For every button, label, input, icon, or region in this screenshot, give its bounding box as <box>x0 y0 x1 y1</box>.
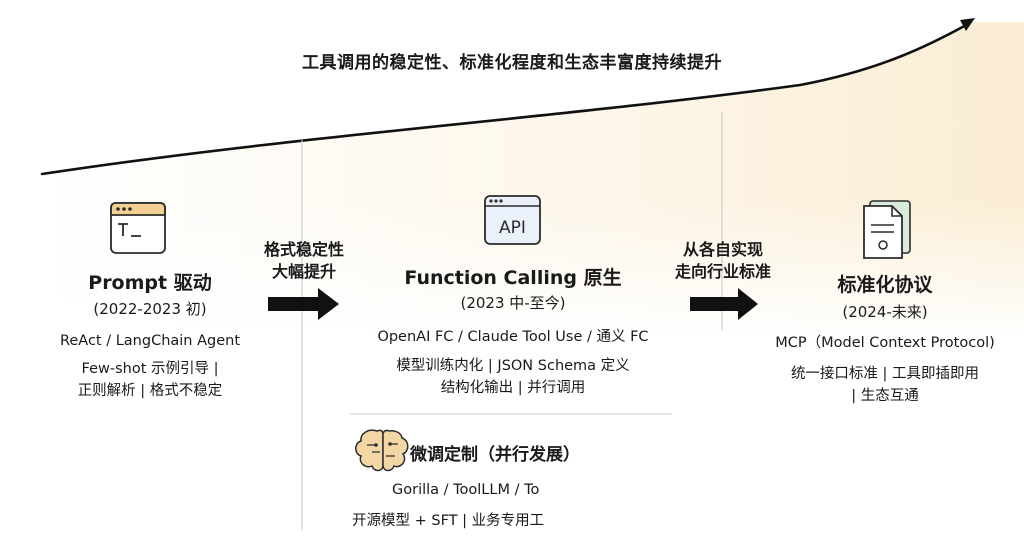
transition-arrow-1 <box>268 288 339 320</box>
stage-standard-protocol: 标准化协议 (2024-未来) MCP（Model Context Protoc… <box>760 270 1010 407</box>
stage-2-title: Function Calling 原生 <box>404 267 622 289</box>
transition-arrow-2 <box>690 288 758 320</box>
stage-3-examples: MCP（Model Context Protocol) <box>775 335 995 351</box>
branch-examples: Gorilla / ToolLLM / To <box>392 482 540 498</box>
trend-headline: 工具调用的稳定性、标准化程度和生态丰富度持续提升 <box>302 53 722 73</box>
growth-curve <box>40 22 970 176</box>
stage-3-note-1: 统一接口标准 | 工具即插即用 <box>790 366 980 382</box>
cutoff-fade <box>560 470 630 550</box>
transition-1-line-1: 格式稳定性 <box>263 240 344 259</box>
api-icon: API <box>484 195 541 245</box>
stage-2-examples: OpenAI FC / Claude Tool Use / 通义 FC <box>377 329 649 345</box>
brain-icon <box>355 429 409 472</box>
stage-1-note-2: 正则解析 | 格式不稳定 <box>77 383 223 399</box>
transition-1-label: 格式稳定性 大幅提升 <box>245 239 363 283</box>
api-icon-text: API <box>499 218 526 238</box>
branch-note: 开源模型 + SFT | 业务专用工 <box>352 513 545 529</box>
transition-2-line-2: 走向行业标准 <box>674 262 771 281</box>
transition-1-line-2: 大幅提升 <box>271 262 336 281</box>
transition-2-label: 从各自实现 走向行业标准 <box>656 239 790 283</box>
stage-1-examples: ReAct / LangChain Agent <box>59 333 241 349</box>
stage-function-calling: Function Calling 原生 (2023 中-至今) OpenAI F… <box>330 263 696 399</box>
growth-arrowhead <box>960 18 975 31</box>
transition-2-line-1: 从各自实现 <box>682 240 763 259</box>
stage-3-title: 标准化协议 <box>837 274 933 296</box>
stage-prompt-driven: Prompt 驱动 (2022-2023 初) ReAct / LangChai… <box>20 268 280 402</box>
stage-3-period: (2024-未来) <box>842 303 928 321</box>
stage-1-title: Prompt 驱动 <box>88 272 212 294</box>
document-icon <box>863 200 911 259</box>
stage-2-period: (2023 中-至今) <box>460 294 566 312</box>
stage-3-note-2: | 生态互通 <box>851 388 919 404</box>
stage-1-note-1: Few-shot 示例引导 | <box>81 361 219 377</box>
branch-title: 微调定制（并行发展） <box>410 445 580 465</box>
terminal-icon <box>110 202 166 254</box>
stage-1-period: (2022-2023 初) <box>93 300 207 318</box>
stage-2-note-2: 结构化输出 | 并行调用 <box>440 380 586 396</box>
stage-2-note-1: 模型训练内化 | JSON Schema 定义 <box>396 358 630 374</box>
